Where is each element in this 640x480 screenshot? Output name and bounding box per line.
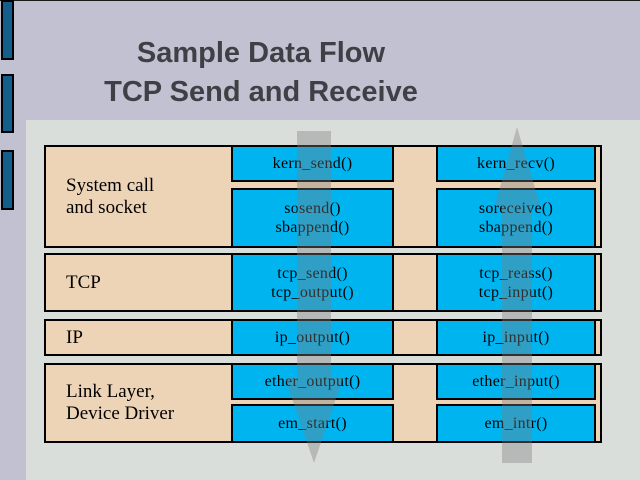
function-name: sosend() (284, 200, 341, 217)
function-name: kern_send() (272, 155, 353, 172)
function-box-em-intr: em_intr() (436, 404, 596, 443)
function-name: kern_recv() (477, 155, 555, 172)
slide-accent-bar-2 (1, 74, 14, 133)
layer-label-line: System call (66, 174, 155, 196)
layer-label-line: Link Layer, (66, 381, 155, 402)
function-name: soreceive() (478, 200, 554, 217)
slide-title-line-1: Sample Data Flow (136, 37, 386, 69)
function-box-tcp-reass: tcp_reass() tcp_input() (436, 253, 596, 312)
screen-top-edge (0, 0, 640, 1)
function-name: tcp_reass() (479, 264, 553, 282)
function-box-kern-send: kern_send() (231, 145, 394, 182)
function-name: tcp_send() (277, 264, 348, 282)
layer-label-link-layer: Link Layer, Device Driver (66, 381, 174, 425)
layer-label-line: TCP (66, 271, 101, 293)
layer-label-tcp: TCP (66, 272, 101, 294)
slide-accent-bar-1 (1, 0, 14, 60)
slide-accent-bar-3 (1, 150, 14, 210)
function-name: tcp_input() (478, 283, 554, 301)
function-name: ip_input() (482, 329, 550, 346)
function-box-ip-output: ip_output() (231, 319, 394, 356)
layer-label-line: and socket (66, 196, 147, 218)
function-box-sosend: sosend() sbappend() (231, 188, 394, 248)
slide-title-line-2: TCP Send and Receive (104, 76, 418, 108)
function-box-kern-recv: kern_recv() (436, 145, 596, 182)
function-box-ether-output: ether_output() (231, 363, 394, 400)
function-name: ip_output() (274, 329, 351, 346)
function-name: ether_input() (472, 373, 560, 390)
function-name: em_start() (278, 415, 347, 432)
function-name: tcp_output() (271, 283, 354, 301)
function-name: sbappend() (478, 219, 554, 236)
layer-label-line: IP (66, 326, 83, 348)
slide-title: Sample Data Flow TCP Send and Receive (0, 34, 522, 112)
function-box-soreceive: soreceive() sbappend() (436, 188, 596, 248)
function-name: sbappend() (275, 219, 350, 236)
layer-label-system-call: System call and socket (66, 175, 154, 219)
function-box-tcp-send: tcp_send() tcp_output() (231, 253, 394, 312)
function-box-ip-input: ip_input() (436, 319, 596, 356)
layer-label-line: Device Driver (66, 403, 175, 424)
function-name: ether_output() (264, 373, 361, 390)
function-name: em_intr() (484, 415, 548, 432)
layer-label-ip: IP (66, 327, 83, 349)
function-box-ether-input: ether_input() (436, 363, 596, 400)
function-box-em-start: em_start() (231, 404, 394, 443)
